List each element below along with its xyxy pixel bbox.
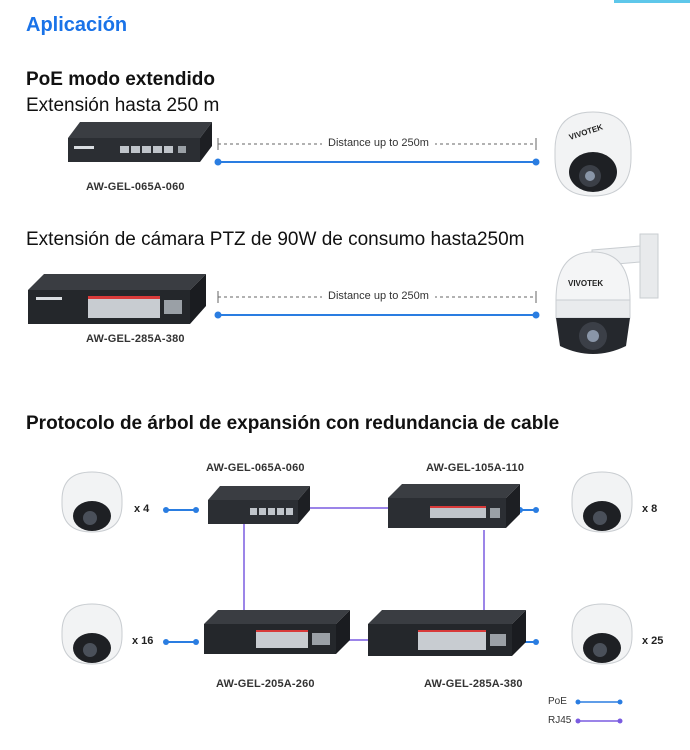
dome-camera-x25-icon	[571, 603, 633, 665]
ptz-brand-label: VIVOTEK	[568, 279, 603, 288]
switch-205a-icon	[204, 610, 350, 654]
switch-label-105a: AW-GEL-105A-110	[426, 462, 525, 474]
ptz-camera-icon: VIVOTEK	[555, 233, 659, 354]
section2-subheading: Extensión de cámara PTZ de 90W de consum…	[26, 229, 525, 250]
switch-label-285a: AW-GEL-285A-380	[424, 678, 523, 690]
dome-camera-x8-icon	[571, 471, 633, 533]
camera-count-x16: x 16	[132, 635, 154, 647]
section3-heading: Protocolo de árbol de expansión con redu…	[26, 413, 560, 434]
switch-105a-icon	[388, 484, 520, 528]
switch-model-label-1: AW-GEL-065A-060	[86, 181, 185, 193]
switch-label-205a: AW-GEL-205A-260	[216, 678, 315, 690]
camera-count-x4: x 4	[134, 503, 150, 515]
switch-285a-icon-s3	[368, 610, 526, 656]
dome-camera-icon: VIVOTEK	[554, 111, 632, 197]
switch-065a-icon-s3	[208, 486, 310, 524]
switch-285a-icon	[28, 274, 206, 324]
distance-label-1: Distance up to 250m	[322, 137, 435, 149]
dome-camera-x16-icon	[61, 603, 123, 665]
page-title: Aplicación	[26, 14, 128, 36]
section1-subheading: Extensión hasta 250 m	[26, 95, 220, 116]
camera-count-x25: x 25	[642, 635, 664, 647]
distance-label-2: Distance up to 250m	[322, 290, 435, 302]
dome-camera-x4-icon	[61, 471, 123, 533]
legend-poe-label: PoE	[548, 696, 567, 707]
camera-count-x8: x 8	[642, 503, 658, 515]
legend-rj45-label: RJ45	[548, 715, 572, 726]
switch-model-label-2: AW-GEL-285A-380	[86, 333, 185, 345]
top-accent-bar	[614, 0, 690, 3]
switch-label-065a: AW-GEL-065A-060	[206, 462, 305, 474]
section1-heading: PoE modo extendido	[26, 69, 215, 90]
switch-065a-icon	[68, 122, 212, 162]
